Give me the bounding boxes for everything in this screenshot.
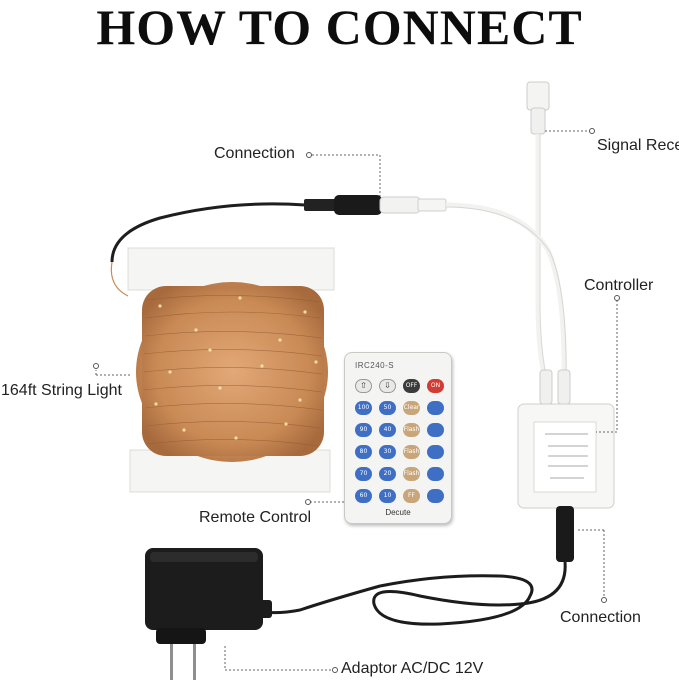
controller-box: [517, 403, 615, 509]
label-connection-top: Connection: [214, 145, 295, 162]
label-signal-receiver: Signal Receiver: [597, 137, 679, 154]
connector-top: [304, 195, 447, 215]
remote-key: 40: [379, 423, 396, 437]
remote-key: Clear: [403, 401, 420, 415]
remote-key: 60: [355, 489, 372, 503]
remote-key: [427, 401, 444, 415]
label-controller: Controller: [584, 277, 654, 294]
remote-key: 90: [355, 423, 372, 437]
label-remote-control: Remote Control: [199, 509, 312, 526]
remote-key: ⇧: [355, 379, 372, 393]
label-string-light: 164ft String Light: [1, 382, 122, 399]
remote-key: 80: [355, 445, 372, 459]
remote-key: [427, 423, 444, 437]
white-cable-controller: [445, 202, 567, 391]
remote-key: 100: [355, 401, 372, 415]
label-connection-bottom: Connection: [560, 609, 641, 626]
remote-key: [427, 445, 444, 459]
remote-key: Flash: [403, 423, 420, 437]
label-adaptor: Adaptor AC/DC 12V: [341, 660, 484, 677]
page-title: HOW TO CONNECT: [96, 0, 583, 55]
string-light-spool: [110, 247, 335, 493]
remote-key: [427, 489, 444, 503]
power-adaptor: [145, 548, 272, 680]
remote-model: IRC240-S: [355, 361, 395, 370]
leader-dots: [93, 128, 620, 673]
leader-lines: [95, 130, 618, 671]
remote-key: 50: [379, 401, 396, 415]
remote-key: FF: [403, 489, 420, 503]
remote-key: Flash: [403, 445, 420, 459]
remote-key: 70: [355, 467, 372, 481]
remote-key: [427, 467, 444, 481]
strain-relief-left: [539, 369, 553, 405]
remote-key: OFF: [403, 379, 420, 393]
power-cable: [261, 561, 567, 626]
remote-brand: Decute: [385, 508, 411, 517]
remote-key: ON: [427, 379, 444, 393]
remote-key: Flash: [403, 467, 420, 481]
remote-key: 30: [379, 445, 396, 459]
strain-relief-right: [557, 369, 571, 405]
remote-key: ⇩: [379, 379, 396, 393]
black-cable-top: [110, 202, 306, 263]
remote-key: 10: [379, 489, 396, 503]
dc-plug: [556, 506, 574, 562]
remote-key: 20: [379, 467, 396, 481]
